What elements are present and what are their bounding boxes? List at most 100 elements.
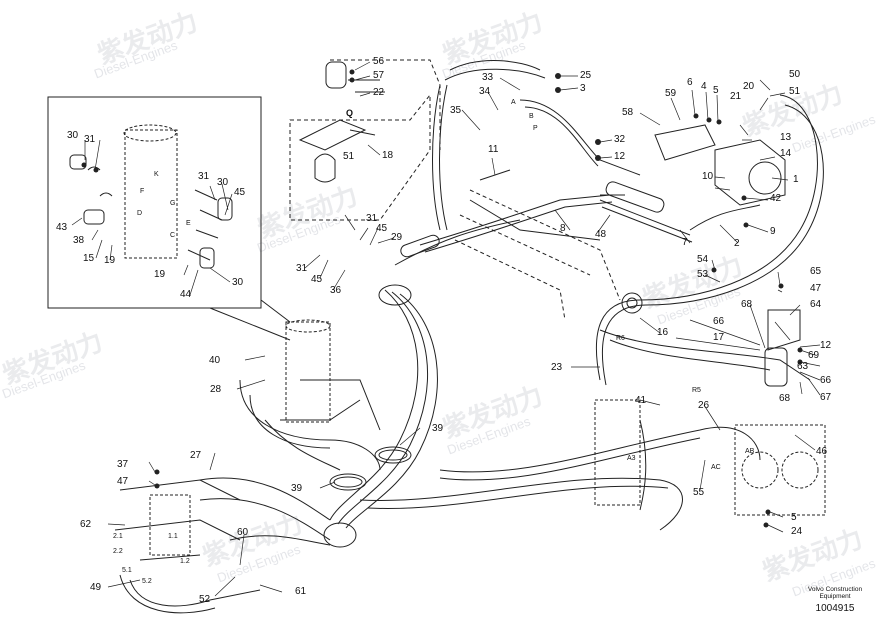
port-label: P [533, 125, 538, 132]
callout: 6 [687, 77, 693, 88]
callout: 62 [80, 519, 92, 530]
callout: 23 [551, 362, 563, 373]
callout: 67 [820, 392, 832, 403]
callout: 40 [209, 355, 221, 366]
callout: 51 [343, 151, 355, 162]
callout: 14 [780, 148, 792, 159]
callout: 3 [580, 83, 586, 94]
port-label: E [186, 220, 191, 227]
callout: 12 [614, 151, 626, 162]
hose-clamp [378, 284, 412, 306]
callout: 49 [90, 582, 102, 593]
callout: 34 [479, 86, 491, 97]
pump-unit [714, 139, 786, 206]
right-valve-block [734, 424, 826, 516]
callout: 27 [190, 450, 202, 461]
port-label: AB [745, 448, 755, 455]
callout: 50 [789, 69, 801, 80]
callout: 36 [330, 285, 342, 296]
port-label: F [140, 188, 145, 195]
fasteners [81, 69, 803, 528]
callout: 30 [232, 277, 244, 288]
callout: 30 [217, 177, 229, 188]
callout: 61 [295, 586, 307, 597]
callout: 17 [713, 332, 725, 343]
callout: 45 [234, 187, 246, 198]
callout: 44 [180, 289, 192, 300]
callout: 33 [482, 72, 494, 83]
port-label: 5.2 [142, 578, 152, 585]
callout: 15 [83, 253, 95, 264]
callout: 48 [595, 229, 607, 240]
port-label: Q [346, 108, 354, 118]
callout: 45 [311, 274, 323, 285]
filter-canister [764, 347, 788, 387]
callout: 68 [779, 393, 791, 404]
callout: 31 [198, 171, 210, 182]
port-label: G [170, 200, 176, 207]
callout: 46 [816, 446, 828, 457]
inset-valve-body [124, 129, 178, 259]
port-label: 1.2 [180, 558, 190, 565]
callout: 1 [793, 174, 799, 185]
callout: 59 [665, 88, 677, 99]
port-label: 2.1 [113, 533, 123, 540]
left-valve-body [285, 321, 331, 423]
hose-clamp [323, 522, 357, 548]
port-label: 5.1 [122, 567, 132, 574]
callout: 64 [810, 299, 822, 310]
callout: 10 [702, 171, 714, 182]
callout: 11 [488, 144, 499, 155]
callout: 19 [154, 269, 166, 280]
callout: 9 [770, 226, 776, 237]
callout: 41 [635, 395, 647, 406]
port-label: A [511, 99, 516, 106]
callout: 5 [713, 85, 719, 96]
callout: 31 [366, 213, 378, 224]
drawing-number: 1004915 [815, 603, 855, 614]
callout: 4 [701, 81, 707, 92]
callout: 55 [693, 487, 705, 498]
callout: 39 [291, 483, 303, 494]
port-label: 1.1 [168, 533, 178, 540]
footer-block: Volvo Construction Equipment 1004915 [790, 586, 880, 614]
callout: 39 [432, 423, 444, 434]
callout: 8 [560, 223, 566, 234]
callout: 24 [791, 526, 803, 537]
callout: 37 [117, 459, 129, 470]
hose-clamp [374, 446, 412, 464]
footer-company: Volvo Construction [807, 586, 863, 593]
callout: 12 [820, 340, 832, 351]
callout: 68 [741, 299, 753, 310]
callout: 21 [730, 91, 742, 102]
port-label: D [137, 210, 143, 217]
port-label: 2.2 [113, 548, 123, 555]
callout: 31 [296, 263, 308, 274]
port-label: K [154, 171, 159, 178]
callout: 54 [697, 254, 709, 265]
callout: 7 [682, 237, 688, 248]
callout: 65 [810, 266, 822, 277]
callout: 56 [373, 56, 385, 67]
port-label: B [529, 113, 534, 120]
callout: 69 [808, 350, 820, 361]
callout: 66 [713, 316, 725, 327]
callout: 2 [734, 238, 740, 249]
callout: 57 [373, 70, 385, 81]
port-label: A3 [627, 455, 636, 462]
callout: 30 [67, 130, 79, 141]
hose-clamp [329, 473, 367, 491]
callout: 31 [84, 134, 96, 145]
callout: 16 [657, 327, 669, 338]
top-filter [325, 61, 347, 89]
callout: 22 [373, 87, 385, 98]
callout: 52 [199, 594, 211, 605]
port-label: C [170, 232, 176, 239]
callout: 58 [622, 107, 634, 118]
callout: 29 [391, 232, 403, 243]
callout: 20 [743, 81, 755, 92]
grommet [621, 292, 643, 314]
callout: 18 [382, 150, 394, 161]
